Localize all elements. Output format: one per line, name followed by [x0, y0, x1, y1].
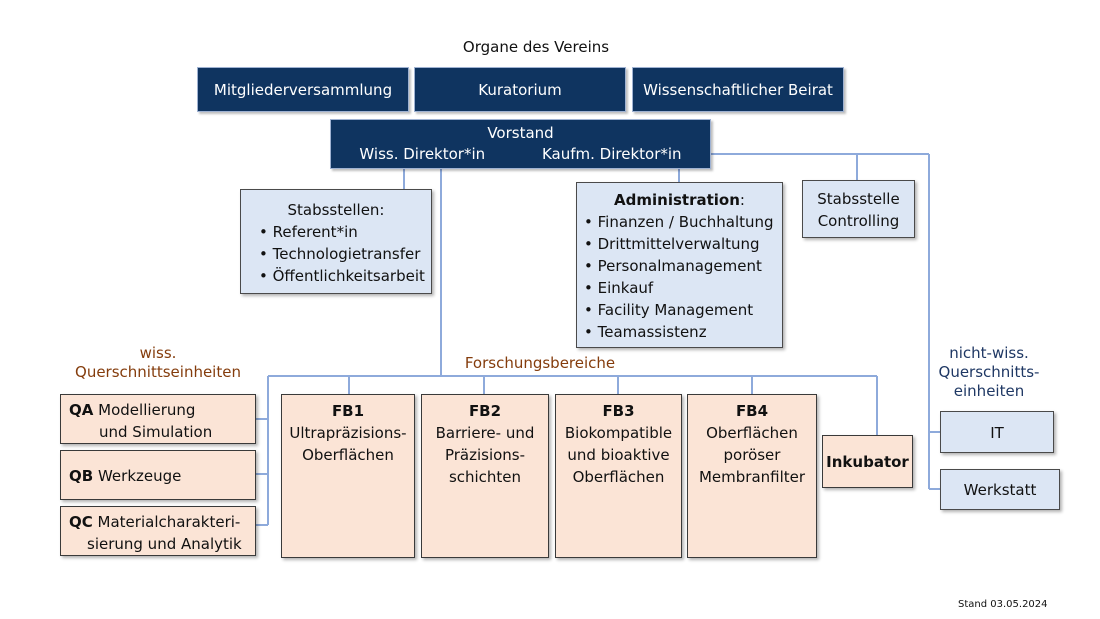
administration-item: Drittmittelverwaltung [584, 233, 782, 255]
administration-item: Finanzen / Buchhaltung [584, 211, 782, 233]
unit-qc: QC Materialcharakteri- sierung und Analy… [60, 506, 256, 556]
staff-units-title: Stabsstellen: [287, 201, 385, 219]
administration-item: Teamassistenz [584, 321, 782, 343]
controlling-box: Stabsstelle Controlling [802, 180, 915, 238]
unit-it: IT [940, 411, 1054, 453]
research-area-fb1: FB1 Ultrapräzisions- Oberflächen [281, 394, 415, 558]
administration-box: Administration: Finanzen / Buchhaltung D… [576, 182, 783, 348]
unit-qb: QB Werkzeuge [60, 450, 256, 500]
administration-title: Administration: [614, 191, 745, 209]
stand-date: Stand 03.05.2024 [958, 599, 1048, 610]
organ-wissenschaftlicher-beirat: Wissenschaftlicher Beirat [632, 67, 844, 112]
staff-item: Öffentlichkeitsarbeit [259, 265, 431, 287]
staff-item: Referent*in [259, 221, 431, 243]
unit-werkstatt: Werkstatt [940, 469, 1060, 510]
administration-item: Facility Management [584, 299, 782, 321]
board-scientific-director: Wiss. Direktor*in [359, 145, 486, 163]
unit-qa: QA Modellierung und Simulation [60, 394, 256, 444]
board-box: Vorstand Wiss. Direktor*in Kaufm. Direkt… [330, 119, 711, 169]
organ-kuratorium: Kuratorium [414, 67, 626, 112]
research-area-fb4: FB4 Oberflächen poröser Membranfilter [687, 394, 817, 558]
administration-item: Personalmanagement [584, 255, 782, 277]
research-area-fb3: FB3 Biokompatible und bioaktive Oberfläc… [555, 394, 682, 558]
board-commercial-director: Kaufm. Direktor*in [541, 145, 682, 163]
staff-units-box: Stabsstellen: Referent*in Technologietra… [240, 189, 432, 294]
nonsci-units-label: nicht-wiss. Querschnitts- einheiten [938, 344, 1040, 400]
staff-item: Technologietransfer [259, 243, 431, 265]
incubator-box: Inkubator [822, 435, 913, 488]
board-title: Vorstand [487, 124, 554, 142]
organs-title: Organe des Vereins [462, 38, 610, 56]
organ-mitgliederversammlung: Mitgliederversammlung [197, 67, 409, 112]
research-label: Forschungsbereiche [464, 354, 616, 372]
administration-item: Einkauf [584, 277, 782, 299]
sci-units-label: wiss. Querschnittseinheiten [75, 344, 241, 381]
research-area-fb2: FB2 Barriere- und Präzisions- schichten [421, 394, 549, 558]
